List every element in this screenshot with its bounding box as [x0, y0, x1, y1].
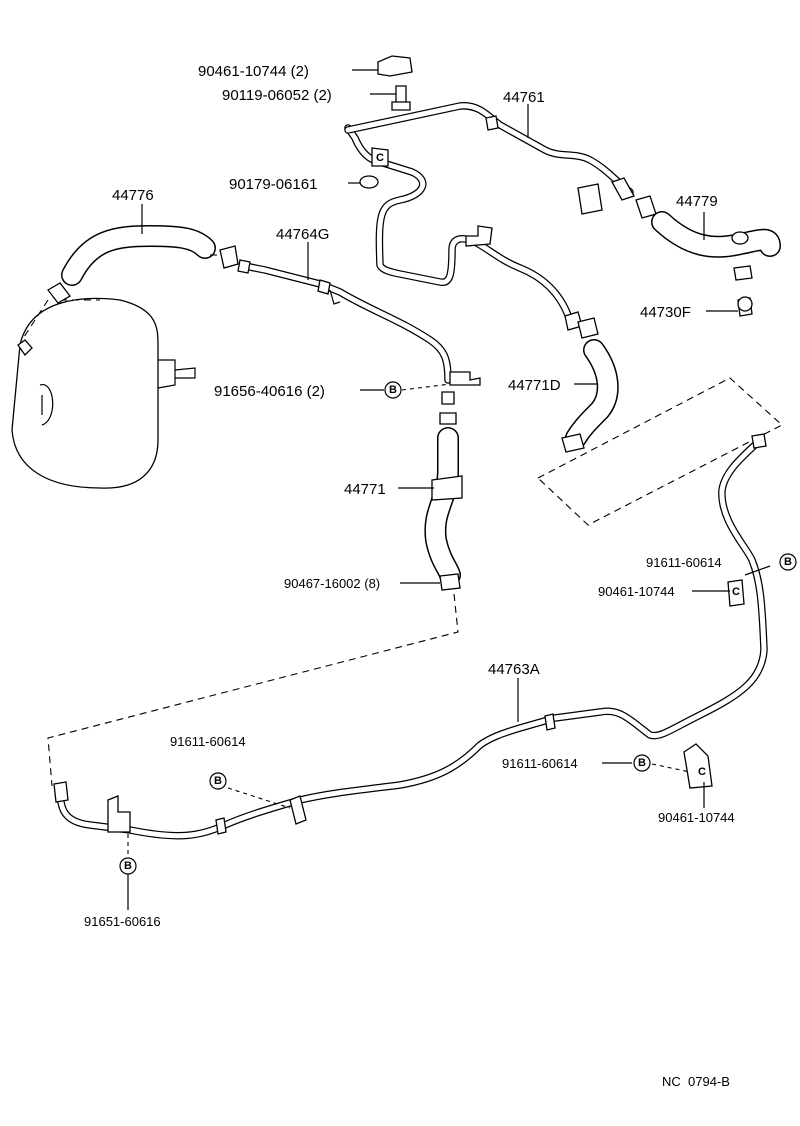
label-44779: 44779: [676, 193, 718, 210]
label-91651: 91651-60616: [84, 914, 161, 929]
hose-44771d: [561, 339, 619, 453]
label-44771: 44771: [344, 481, 386, 498]
label-90461-bottom: 90461-10744: [658, 810, 735, 825]
label-91611-right: 91611-60614: [646, 555, 722, 570]
small-parts-top: [359, 55, 413, 189]
hose-44771: [47, 427, 463, 787]
label-91611-mid: 91611-60614: [502, 756, 578, 771]
hose-44776: [47, 225, 239, 304]
badge-b-91611-mid: B: [638, 757, 646, 769]
label-90461-right: 90461-10744: [598, 584, 675, 599]
badge-b-91656: B: [389, 384, 397, 396]
label-90119: 90119-06052 (2): [222, 87, 332, 104]
label-91611-left: 91611-60614: [170, 734, 246, 749]
reference-code: NC 0794-B: [662, 1074, 730, 1089]
label-44761: 44761: [503, 89, 545, 106]
label-90179: 90179-06161: [229, 176, 317, 193]
label-44763a: 44763A: [488, 661, 540, 678]
clip-letter-right: C: [732, 586, 740, 598]
label-44730f: 44730F: [640, 304, 691, 321]
badge-b-91651: B: [124, 860, 132, 872]
label-91656: 91656-40616 (2): [214, 383, 325, 400]
clip-letter-bottom: C: [698, 766, 706, 778]
pipe-44763a: [53, 433, 768, 840]
pipe-44761: [344, 102, 635, 339]
brake-booster: [11, 297, 196, 489]
label-44771d: 44771D: [508, 377, 561, 394]
pipe-44764g: [237, 259, 481, 425]
label-44764g: 44764G: [276, 226, 329, 243]
hose-44779: [635, 195, 781, 317]
badge-b-91611-right: B: [784, 556, 792, 568]
label-90467: 90467-16002 (8): [284, 576, 380, 591]
clip-letter-top: C: [376, 152, 384, 164]
label-90461-top: 90461-10744 (2): [198, 63, 309, 80]
leader-lines: [127, 69, 771, 910]
detail-dashed-boundary: [537, 377, 783, 526]
part-labels: 90461-10744 (2) 90119-06052 (2) 44761 90…: [84, 63, 735, 1089]
b-badges: B B B B B: [119, 381, 797, 875]
badge-b-91611-left: B: [214, 775, 222, 787]
label-44776: 44776: [112, 187, 154, 204]
